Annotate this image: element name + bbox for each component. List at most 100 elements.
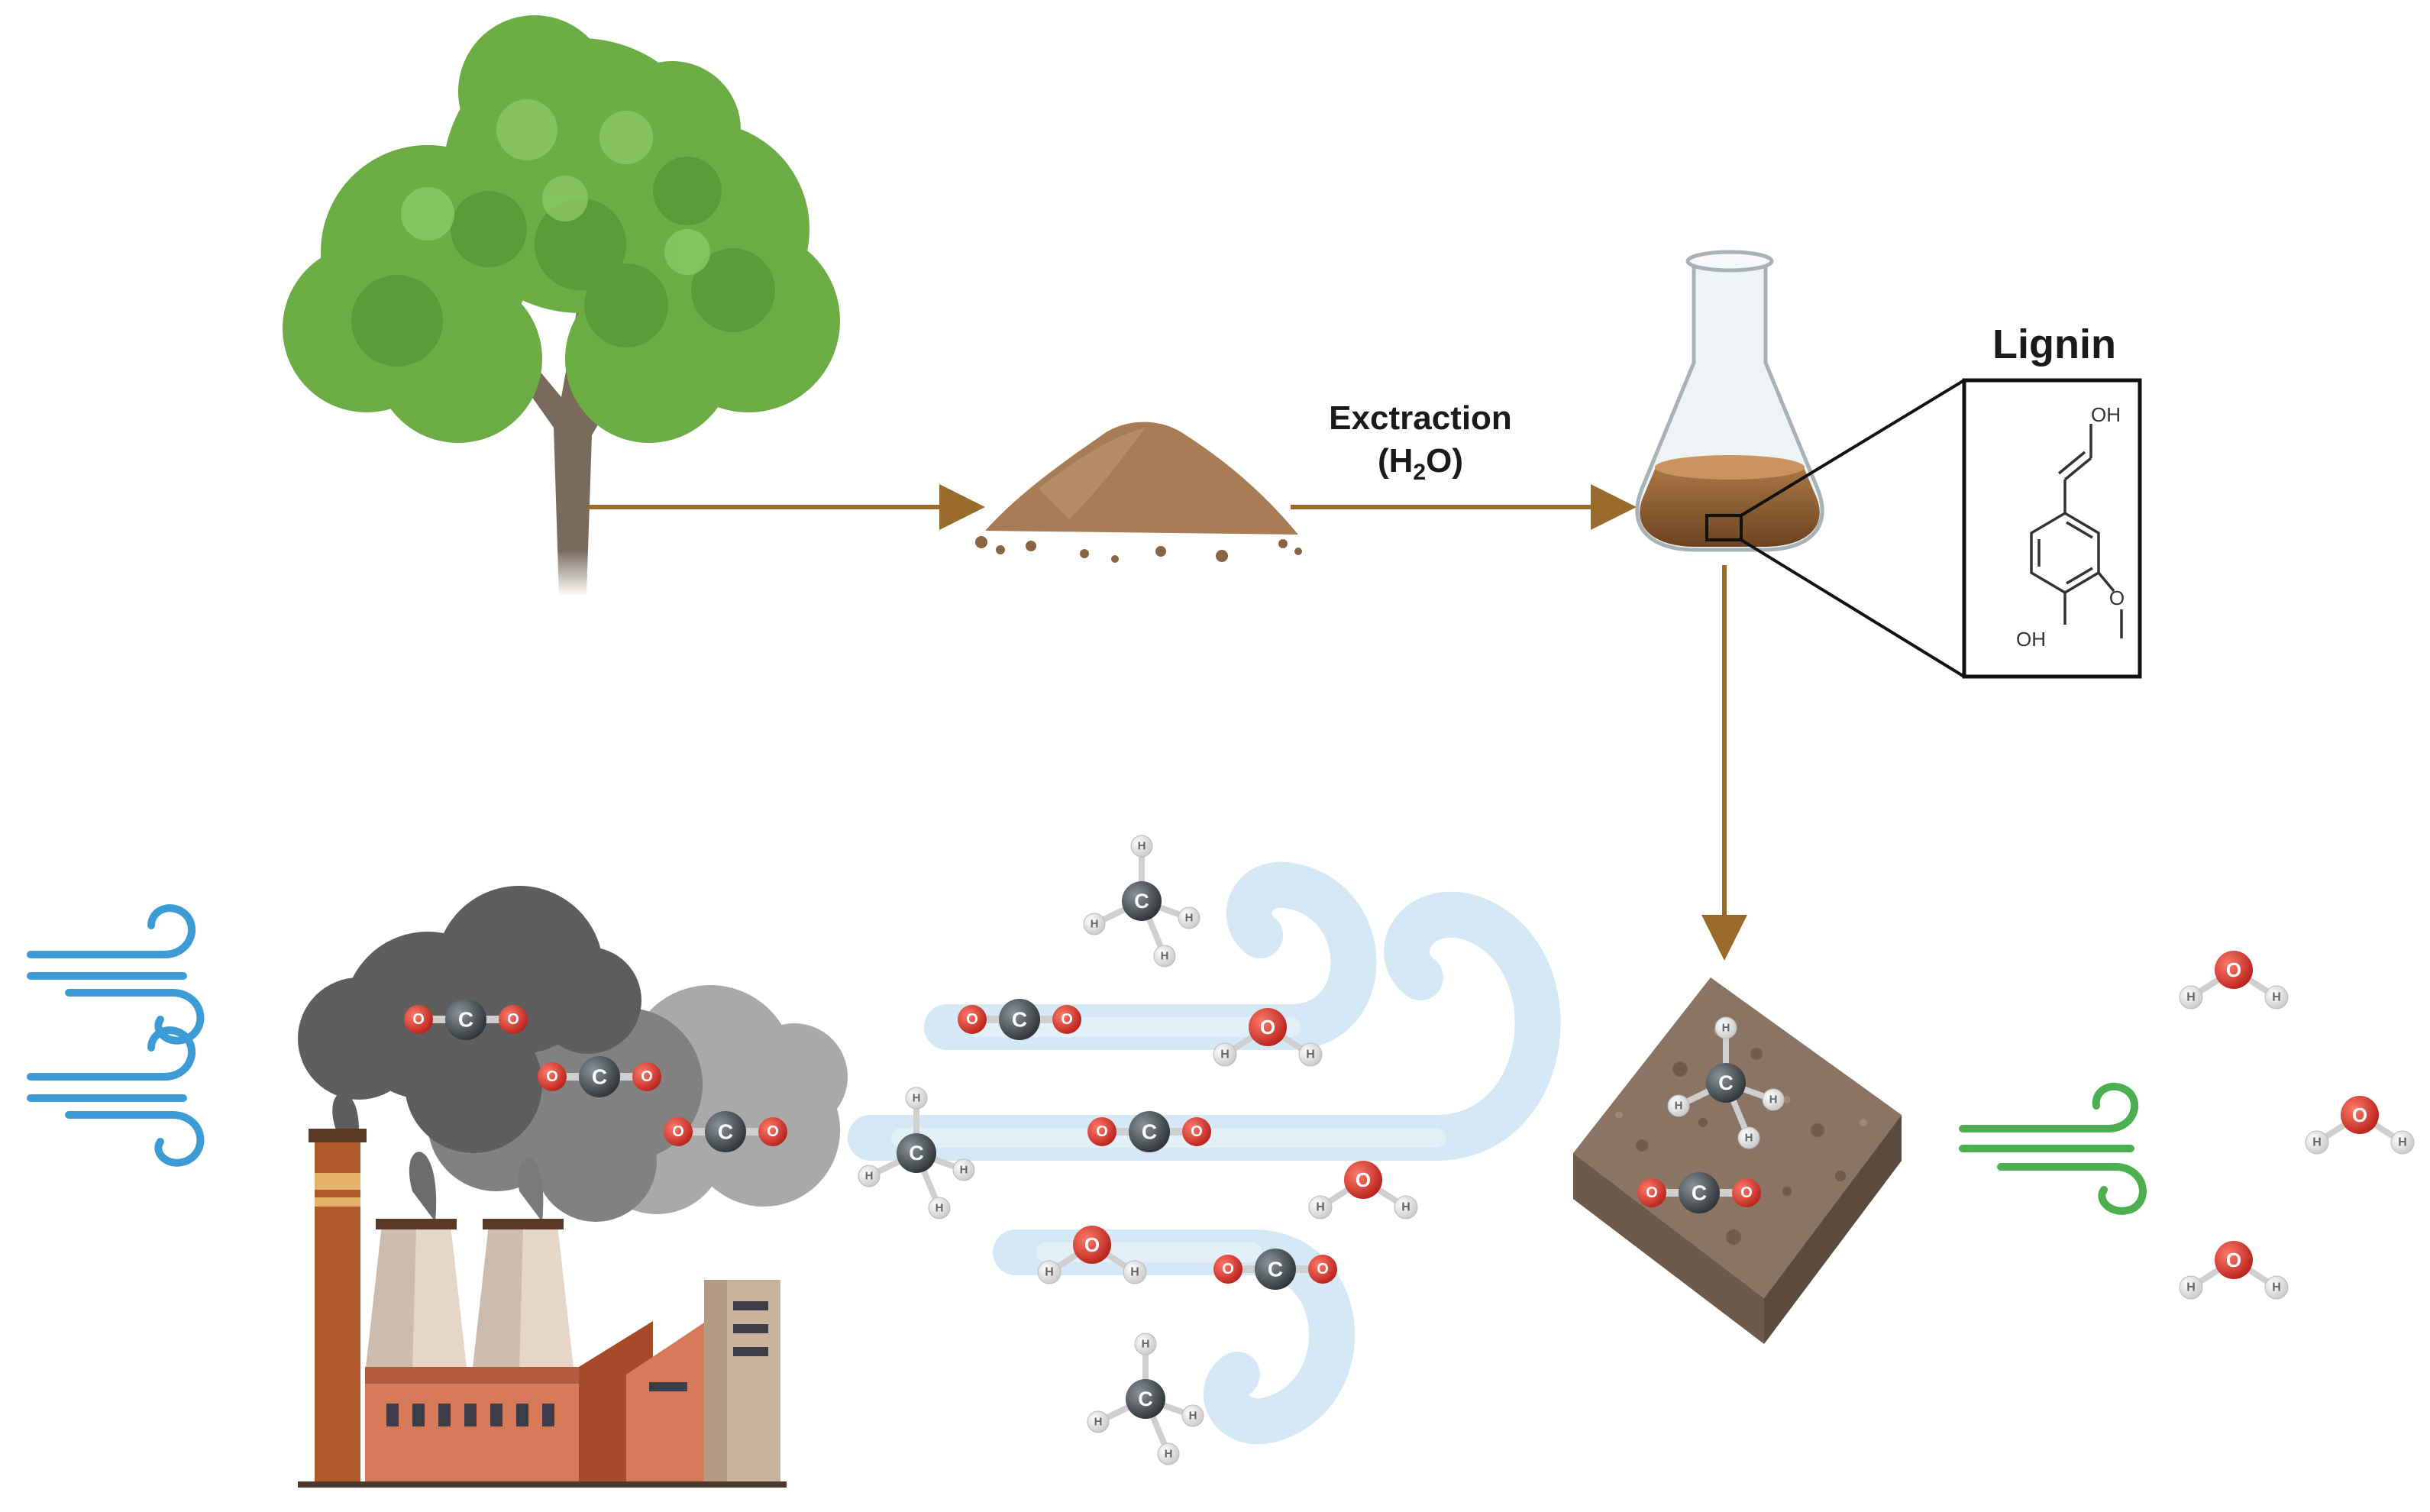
oxygen-atom-label: O: [1356, 1168, 1371, 1191]
hydrogen-atom: [1123, 1260, 1147, 1284]
oxygen-atom: [404, 1005, 433, 1034]
oxygen-atom-label: O: [672, 1123, 684, 1140]
oxygen-atom-label: O: [1061, 1011, 1073, 1028]
svg-text:O: O: [2109, 586, 2125, 609]
oxygen-atom: [2215, 951, 2253, 989]
carbon-atom-label: C: [1692, 1181, 1707, 1205]
lignin-structure-box: O: [1962, 378, 2142, 679]
hydrogen-atom: [1130, 835, 1153, 858]
hydrogen-atom-label: H: [2272, 1281, 2281, 1294]
hydrogen-atom: [1153, 945, 1176, 968]
oxygen-atom-label: O: [546, 1068, 558, 1085]
carbon-atom-label: C: [718, 1120, 733, 1144]
hydrogen-atom-label: H: [1306, 1048, 1315, 1061]
hydrogen-atom: [1087, 1410, 1110, 1433]
oxygen-atom-label: O: [2226, 958, 2241, 981]
oxygen-atom-label: O: [1260, 1016, 1275, 1039]
zoom-box: [1705, 514, 1743, 541]
oxygen-atom-label: O: [1222, 1261, 1234, 1278]
hydrogen-atom-label: H: [865, 1170, 874, 1183]
hydrogen-atom: [928, 1197, 951, 1220]
oxygen-atom-label: O: [1740, 1184, 1753, 1201]
hydrogen-atom-label: H: [2186, 1281, 2196, 1294]
oxygen-atom: [1052, 1005, 1081, 1034]
carbon-atom: [579, 1056, 620, 1097]
extraction-label-line1: Exctraction: [1329, 399, 1512, 437]
hydrogen-atom: [2264, 985, 2289, 1010]
carbon-atom-label: C: [1134, 890, 1149, 913]
carbon-atom: [1706, 1063, 1746, 1103]
hydrogen-atom: [1213, 1042, 1237, 1067]
hydrogen-atom: [1181, 1404, 1204, 1427]
oxygen-atom: [2215, 1241, 2253, 1279]
extraction-label: Exctraction (H2O): [1252, 397, 1588, 494]
hydrogen-atom: [1298, 1042, 1323, 1067]
molecules-layer: O O C O O C O O C H H H H C O O C H H O H H H H C O O C H H O H H O O O C H H H…: [404, 835, 2415, 1465]
oxygen-atom-label: O: [2226, 1249, 2241, 1271]
oxygen-atom-label: O: [966, 1011, 978, 1028]
h2o-molecule: H H O: [2179, 951, 2289, 1010]
hydrogen-atom-label: H: [1045, 1266, 1054, 1279]
hydrogen-atom: [1394, 1195, 1418, 1220]
hydrogen-atom: [905, 1087, 928, 1110]
carbon-atom-label: C: [1142, 1120, 1157, 1144]
tree-icon: [283, 15, 840, 596]
carbon-atom-label: C: [1012, 1008, 1027, 1032]
hydrogen-atom-label: H: [1142, 1338, 1150, 1351]
hydrogen-atom-label: H: [1722, 1022, 1730, 1035]
carbon-atom-label: C: [592, 1065, 607, 1089]
oxygen-atom-label: O: [1646, 1184, 1658, 1201]
hydrogen-atom-label: H: [913, 1092, 921, 1105]
oxygen-atom: [1087, 1117, 1116, 1146]
hydrogen-atom-label: H: [1161, 950, 1169, 963]
carbon-atom-label: C: [458, 1008, 473, 1032]
oxygen-atom-label: O: [1084, 1233, 1100, 1256]
oxygen-atom: [664, 1117, 693, 1146]
oxygen-atom: [758, 1117, 787, 1146]
hydrogen-atom: [2179, 985, 2203, 1010]
hydrogen-atom-label: H: [1189, 1410, 1197, 1423]
hydrogen-atom-label: H: [1091, 918, 1099, 931]
carbon-atom-label: C: [1718, 1071, 1734, 1094]
carbon-atom: [1129, 1111, 1170, 1152]
sawdust-pile-icon: [975, 422, 1302, 563]
oxygen-atom: [1308, 1255, 1337, 1284]
hydrogen-atom: [1714, 1016, 1737, 1039]
oxygen-atom: [2341, 1096, 2379, 1134]
hydrogen-atom-label: H: [2186, 991, 2196, 1004]
hydroxyl-label-top: OH: [2091, 403, 2121, 426]
oxygen-atom: [1213, 1255, 1242, 1284]
lignin-label: Lignin: [1992, 321, 2116, 367]
hydrogen-atom-label: H: [960, 1164, 968, 1177]
hydrogen-atom-label: H: [1675, 1100, 1683, 1113]
hydrogen-atom: [1178, 906, 1200, 929]
hydrogen-atom: [1308, 1195, 1333, 1220]
hydrogen-atom: [1667, 1094, 1690, 1117]
wind-icon: [27, 904, 205, 1167]
zoom-line-bottom: [1740, 538, 1966, 678]
factory-icon: [298, 1129, 787, 1488]
hydrogen-atom: [1762, 1088, 1785, 1111]
hydrogen-atom-label: H: [935, 1202, 944, 1215]
carbon-atom-label: C: [909, 1142, 924, 1165]
oxygen-atom: [1182, 1117, 1211, 1146]
oxygen-atom-label: O: [1191, 1123, 1203, 1140]
oxygen-atom-label: O: [641, 1068, 653, 1085]
hydrogen-atom-label: H: [1769, 1094, 1778, 1107]
oxygen-atom: [958, 1005, 987, 1034]
carbon-atom: [1679, 1172, 1720, 1213]
hydrogen-atom-label: H: [2272, 991, 2281, 1004]
oxygen-atom: [499, 1005, 528, 1034]
hydrogen-atom-label: H: [2312, 1136, 2322, 1149]
carbon-atom: [1122, 881, 1162, 921]
oxygen-atom-label: O: [1317, 1261, 1329, 1278]
carbon-atom: [1126, 1379, 1165, 1419]
hydrogen-atom-label: H: [1130, 1266, 1139, 1279]
